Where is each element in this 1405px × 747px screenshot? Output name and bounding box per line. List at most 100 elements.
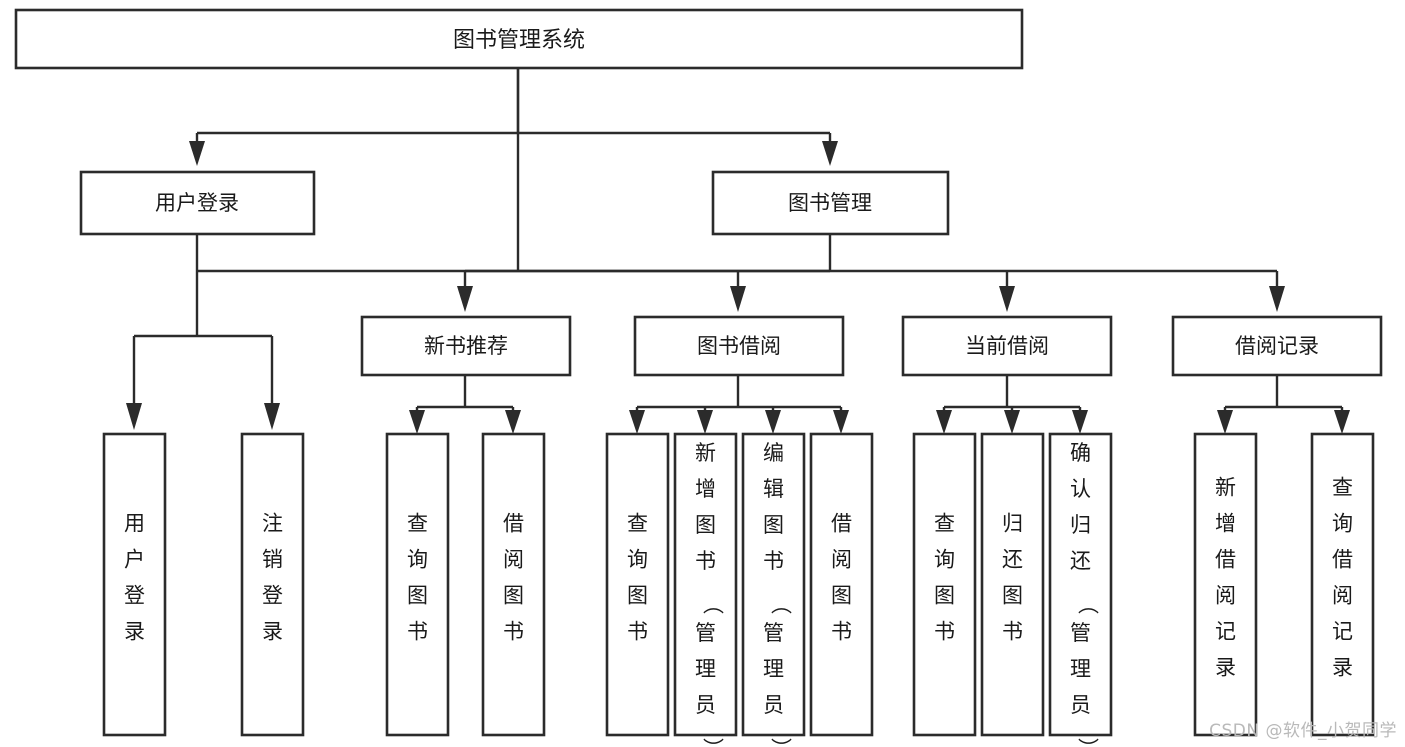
node-leaf-return-book-box[interactable] — [980, 432, 1045, 737]
leaf-char: 记 — [1215, 620, 1236, 644]
connector-level1-to-level2 — [189, 68, 838, 166]
arrow-leaf-logout-login — [264, 403, 280, 430]
node-leaf-query-book-2[interactable] — [605, 432, 670, 737]
leaf-char: 借 — [503, 512, 524, 536]
node-leaf-query-book-1[interactable] — [385, 432, 450, 737]
node-leaf-logout-login-box[interactable] — [240, 432, 305, 737]
node-leaf-user-login[interactable] — [102, 432, 167, 737]
leaf-char: 图 — [1002, 584, 1023, 608]
node-leaf-confirm-return-admin[interactable] — [1048, 432, 1113, 737]
leaf-char: ） — [1076, 738, 1100, 747]
leaf-char: 管 — [695, 621, 716, 645]
node-leaf-user-login-box[interactable] — [102, 432, 167, 737]
leaf-char: 查 — [1332, 476, 1353, 500]
node-book-borrow-box[interactable] — [633, 315, 845, 377]
node-leaf-add-book-admin[interactable] — [673, 432, 738, 737]
leaf-char: 书 — [763, 549, 784, 573]
leaf-char: 户 — [124, 548, 145, 572]
node-leaf-edit-book-admin-box[interactable] — [741, 432, 806, 737]
node-root[interactable]: 图书管理系统 — [14, 8, 1024, 70]
leaf-char: 还 — [1002, 548, 1023, 572]
arrow-leaf-query-book-3 — [936, 410, 952, 434]
node-leaf-query-borrow-record[interactable] — [1310, 432, 1375, 737]
leaf-char: 新 — [695, 441, 716, 465]
leaf-char: 理 — [1070, 657, 1091, 681]
leaf-char: 图 — [407, 584, 428, 608]
leaf-char: 员 — [763, 693, 784, 717]
node-leaf-add-borrow-record[interactable] — [1193, 432, 1258, 737]
leaf-char: 员 — [1070, 693, 1091, 717]
node-borrow-record[interactable]: 借阅记录 — [1171, 315, 1383, 377]
node-borrow-record-box[interactable] — [1171, 315, 1383, 377]
node-new-book-recommend-box[interactable] — [360, 315, 572, 377]
leaf-char: 阅 — [1215, 584, 1236, 608]
watermark-text: CSDN @软件_小贺同学 — [1209, 721, 1397, 741]
leaf-char: 销 — [262, 548, 283, 572]
arrow-leaf-confirm-return-admin — [1072, 410, 1088, 434]
leaf-char: 归 — [1070, 513, 1091, 537]
leaf-char: 登 — [124, 584, 145, 608]
node-current-borrow[interactable]: 当前借阅 — [901, 315, 1113, 377]
leaf-char: 查 — [407, 512, 428, 536]
leaf-char: 询 — [627, 548, 648, 572]
leaf-char: （ — [769, 594, 793, 615]
leaf-char: 阅 — [831, 548, 852, 572]
node-leaf-query-book-3-box[interactable] — [912, 432, 977, 737]
connector-book-management-to-level3 — [457, 234, 1285, 312]
node-book-management[interactable]: 图书管理 — [711, 170, 950, 236]
leaf-char: 图 — [934, 584, 955, 608]
node-leaf-query-book-3[interactable] — [912, 432, 977, 737]
node-leaf-add-borrow-record-box[interactable] — [1193, 432, 1258, 737]
arrow-leaf-add-book-admin — [697, 410, 713, 434]
leaf-char: 确 — [1070, 441, 1091, 465]
node-book-borrow[interactable]: 图书借阅 — [633, 315, 845, 377]
node-leaf-edit-book-admin[interactable] — [741, 432, 806, 737]
node-book-management-box[interactable] — [711, 170, 950, 236]
node-leaf-logout-login[interactable] — [240, 432, 305, 737]
leaf-label-layer: 用户登录注销登录查询图书借阅图书查询图书新增图书（管理员）编辑图书（管理员）借阅… — [124, 441, 1353, 747]
node-root-box[interactable] — [14, 8, 1024, 70]
node-current-borrow-box[interactable] — [901, 315, 1113, 377]
connector-current-borrow-to-leaves — [936, 375, 1088, 434]
node-leaf-return-book[interactable] — [980, 432, 1045, 737]
node-leaf-borrow-book-1[interactable] — [481, 432, 546, 737]
connector-borrow-record-to-leaves — [1217, 375, 1350, 434]
leaf-char: 录 — [1215, 656, 1236, 680]
leaf-char: 查 — [627, 512, 648, 536]
node-user-login[interactable]: 用户登录 — [79, 170, 316, 236]
node-leaf-query-borrow-record-box[interactable] — [1310, 432, 1375, 737]
leaf-char: 录 — [262, 620, 283, 644]
node-new-book-recommend-label: 新书推荐 — [424, 334, 508, 358]
node-user-login-box[interactable] — [79, 170, 316, 236]
node-leaf-query-book-2-box[interactable] — [605, 432, 670, 737]
leaf-char: 录 — [124, 620, 145, 644]
node-leaf-borrow-book-2[interactable] — [809, 432, 874, 737]
leaf-char: 员 — [695, 693, 716, 717]
node-leaf-add-book-admin-box[interactable] — [673, 432, 738, 737]
leaf-char: 增 — [1215, 512, 1236, 536]
leaf-char: 图 — [695, 513, 716, 537]
node-leaf-query-book-1-box[interactable] — [385, 432, 450, 737]
leaf-char: 登 — [262, 584, 283, 608]
node-current-borrow-label: 当前借阅 — [965, 334, 1049, 358]
leaf-char: 书 — [627, 620, 648, 644]
arrow-current-borrow — [999, 286, 1015, 312]
arrow-book-management — [822, 141, 838, 166]
node-leaf-borrow-book-2-box[interactable] — [809, 432, 874, 737]
leaf-char: 书 — [934, 620, 955, 644]
node-new-book-recommend[interactable]: 新书推荐 — [360, 315, 572, 377]
arrow-leaf-add-borrow-record — [1217, 410, 1233, 434]
node-leaf-confirm-return-admin-box[interactable] — [1048, 432, 1113, 737]
node-leaf-borrow-book-1-box[interactable] — [481, 432, 546, 737]
leaf-char: 理 — [763, 657, 784, 681]
